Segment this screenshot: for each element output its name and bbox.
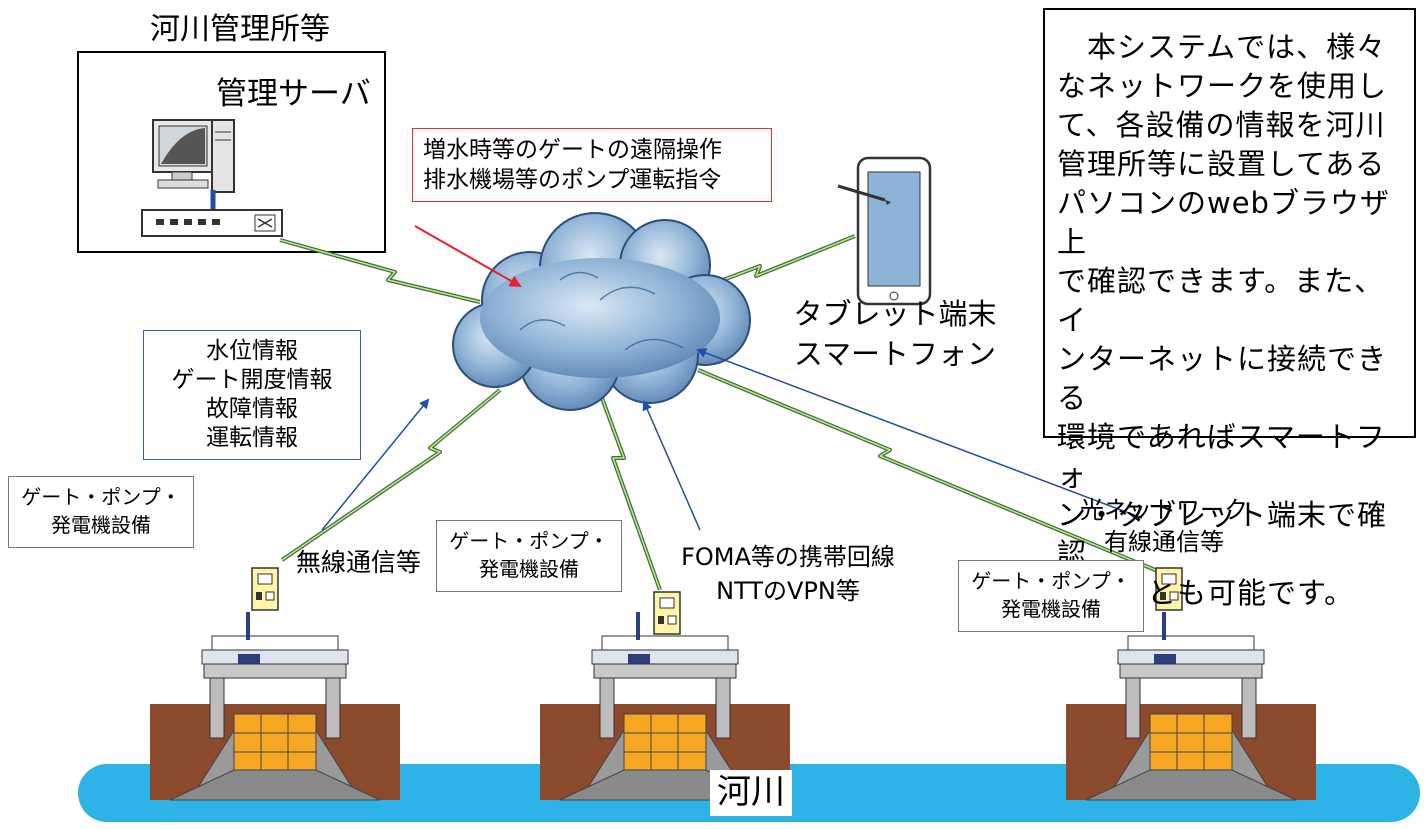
arrow-mobile [642, 400, 701, 531]
facility-label-line-2: 発電機設備 [479, 557, 579, 581]
arrow-wireless [321, 398, 430, 531]
description-line: で確認できます。また、イ [1057, 264, 1385, 337]
computer-icon [152, 119, 235, 193]
control-cabinet [1155, 567, 1183, 611]
description-line: なネットワークを使用し [1057, 69, 1388, 103]
description-box: 本システムでは、様々 なネットワークを使用し て、各設備の情報を河川 管理所等に… [1043, 8, 1416, 610]
command-box: 増水時等のゲートの遠隔操作 排水機場等のポンプ運転指令 [412, 128, 772, 202]
router-icon [141, 209, 283, 237]
facility-label: ゲート・ポンプ・ 発電機設備 [436, 520, 622, 592]
description-line: 管理所等に設置してある [1057, 147, 1386, 181]
mobile-label-line-1: FOMA等の携帯回線 [681, 543, 895, 571]
optical-label-line-1: 光ネットワーク [1080, 496, 1248, 524]
description-line: ンターネットに接続できる [1057, 342, 1388, 415]
description-line: て、各設備の情報を河川 [1057, 108, 1386, 142]
wireless-label: 無線通信等 [296, 548, 422, 577]
command-line-2: 排水機場等のポンプ運転指令 [423, 167, 722, 193]
mobile-label: FOMA等の携帯回線 NTTのVPN等 [660, 540, 916, 608]
description-line: 環境であればスマートフォ [1057, 420, 1386, 493]
facility-label: ゲート・ポンプ・ 発電機設備 [958, 560, 1144, 632]
description-line: パソコンのwebブラウザ上 [1057, 186, 1390, 259]
tablet-label-line-1: タブレット端末 [793, 297, 997, 331]
optical-label: 光ネットワーク 有線通信等 [1066, 494, 1262, 558]
office-title: 河川管理所等 [150, 12, 330, 47]
optical-label-line-2: 有線通信等 [1104, 528, 1224, 556]
facility-label-line-2: 発電機設備 [51, 513, 151, 537]
facility-label-line-1: ゲート・ポンプ・ [21, 485, 181, 509]
floodgate-structure [1066, 612, 1316, 801]
facility-label-line-2: 発電機設備 [1001, 597, 1101, 621]
info-item-gate-opening: ゲート開度情報 [171, 367, 333, 393]
info-item-water-level: 水位情報 [206, 338, 298, 364]
tablet-label: タブレット端末 スマートフォン [790, 294, 1000, 374]
floodgate-structure [150, 612, 400, 801]
mobile-label-line-2: NTTのVPN等 [716, 577, 860, 605]
facility-label-line-1: ゲート・ポンプ・ [971, 569, 1131, 593]
description-line: 本システムでは、様々 [1057, 30, 1387, 64]
info-item-operation: 運転情報 [206, 425, 298, 451]
tablet-icon [837, 156, 932, 306]
control-cabinet [251, 567, 279, 611]
tablet-label-line-2: スマートフォン [793, 337, 997, 371]
control-cabinet [653, 591, 681, 635]
facility-label-line-1: ゲート・ポンプ・ [449, 529, 609, 553]
facility-label: ゲート・ポンプ・ 発電機設備 [8, 476, 194, 548]
command-line-1: 増水時等のゲートの遠隔操作 [423, 137, 722, 163]
description-line: ン・タブレット端末で確認 [1057, 498, 1388, 571]
river-label: 河川 [717, 772, 785, 812]
server-label: 管理サーバ [216, 76, 371, 112]
info-box: 水位情報 ゲート開度情報 故障情報 運転情報 [143, 330, 361, 460]
network-cloud [452, 212, 751, 411]
command-arrow [414, 225, 522, 287]
river-label-bg [710, 770, 792, 816]
arrow-optical [696, 348, 1143, 519]
info-item-fault: 故障情報 [206, 396, 298, 422]
